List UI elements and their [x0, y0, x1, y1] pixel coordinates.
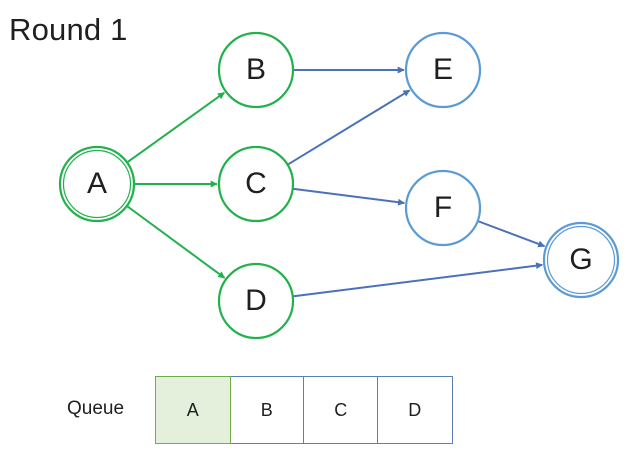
node-e-circle — [404, 31, 482, 109]
edge-a-b — [126, 91, 225, 164]
edge-c-f — [292, 187, 405, 206]
edges-layer — [126, 66, 546, 298]
node-c-circle — [217, 145, 295, 223]
queue-cell-b: B — [229, 376, 305, 444]
node-c: C — [217, 145, 295, 223]
node-f-label: F — [434, 191, 452, 224]
node-g: G — [542, 221, 620, 299]
node-g-circle — [542, 221, 620, 299]
node-d-label: D — [245, 284, 267, 317]
node-b-label: B — [246, 53, 266, 86]
node-a-inner-ring — [62, 149, 132, 219]
edge-c-e — [287, 89, 411, 166]
node-d-circle — [217, 262, 295, 340]
node-c-label: C — [245, 167, 267, 200]
node-d: D — [217, 262, 295, 340]
node-a: A — [58, 145, 136, 223]
node-a-circle — [58, 145, 136, 223]
node-e-label: E — [433, 53, 453, 86]
queue-cell-d: D — [377, 376, 453, 444]
edge-f-g — [477, 220, 546, 248]
nodes-layer: A B C D E F G — [58, 31, 620, 340]
node-a-label: A — [87, 167, 107, 200]
queue: A B C D — [155, 376, 457, 444]
queue-cell-c: C — [303, 376, 379, 444]
edge-a-d — [126, 205, 226, 279]
queue-cell-a: A — [155, 376, 231, 444]
edge-d-g — [292, 262, 543, 298]
node-g-label: G — [569, 243, 592, 276]
node-f: F — [404, 169, 482, 247]
graph-canvas: A B C D E F G — [58, 31, 620, 340]
node-b: B — [217, 31, 295, 109]
node-g-inner-ring — [546, 225, 616, 295]
node-f-circle — [404, 169, 482, 247]
node-e: E — [404, 31, 482, 109]
queue-label: Queue — [67, 398, 125, 419]
node-b-circle — [217, 31, 295, 109]
diagram-title: Round 1 — [9, 12, 128, 47]
